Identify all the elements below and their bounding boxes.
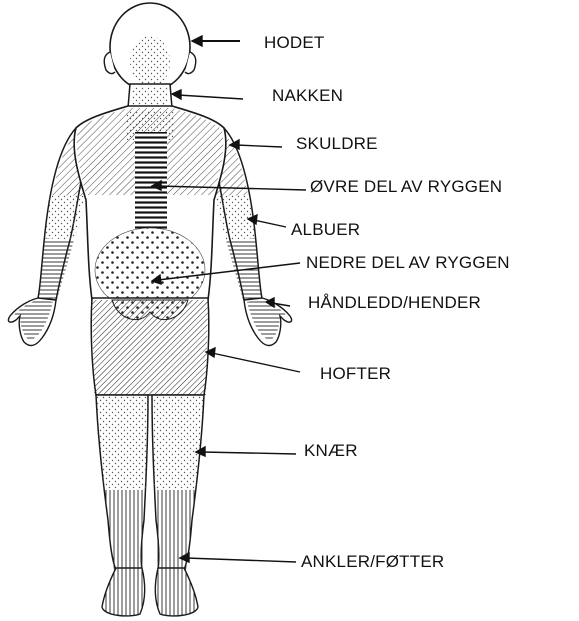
arrow-shoulders <box>230 140 282 149</box>
label-upper-back: ØVRE DEL AV RYGGEN <box>310 177 502 197</box>
label-neck: NAKKEN <box>272 86 343 106</box>
arrow-ankles <box>180 553 296 562</box>
label-wrists-hands: HÅNDLEDD/HENDER <box>308 293 481 313</box>
label-hips: HOFTER <box>320 364 391 384</box>
left-leg <box>96 395 148 616</box>
label-ankles-feet: ANKLER/FØTTER <box>301 552 444 572</box>
neck-region <box>128 84 172 108</box>
head-region <box>104 3 196 91</box>
label-head: HODET <box>264 33 325 53</box>
right-leg <box>152 395 204 616</box>
label-knees: KNÆR <box>304 441 358 461</box>
torso-region <box>74 106 226 312</box>
label-lower-back: NEDRE DEL AV RYGGEN <box>306 253 510 273</box>
arrow-knees <box>196 447 296 456</box>
label-elbows: ALBUER <box>291 220 360 240</box>
arrow-neck <box>172 90 243 99</box>
right-arm <box>214 128 292 345</box>
hips-region <box>91 298 209 395</box>
label-shoulders: SKULDRE <box>296 134 378 154</box>
left-arm <box>8 128 86 345</box>
arrow-head <box>192 36 240 46</box>
arrow-hips <box>206 348 300 372</box>
